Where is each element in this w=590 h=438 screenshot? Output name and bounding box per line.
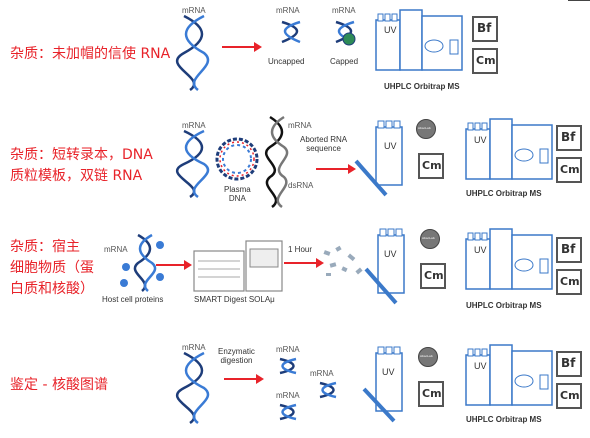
mrna-label: mRNA (276, 345, 300, 354)
smart-digest-label: SMART Digest SOLAμ (194, 295, 275, 304)
uhplc-instrument-icon (375, 9, 463, 71)
hplc-instrument-icon (354, 120, 403, 197)
cm-label: Cm (422, 387, 442, 400)
fragment-icon (319, 381, 337, 399)
cm-label: Cm (424, 269, 444, 282)
mini-detector-icon: AbsoLab (416, 119, 436, 139)
cm-label: Cm (560, 275, 580, 288)
bf-label: Bf (477, 21, 492, 35)
mrna-label: mRNA (182, 121, 206, 130)
mrna-label: mRNA (276, 391, 300, 400)
cm-label: Cm (422, 159, 442, 172)
host-cell-protein-icon (120, 241, 164, 287)
bf-box: Bf (556, 237, 582, 263)
fragment-icon (279, 357, 297, 375)
capped-label: Capped (330, 57, 359, 66)
short-mrna-icon (281, 20, 301, 44)
bf-label: Bf (561, 242, 576, 256)
mrna-helix-icon (133, 233, 157, 292)
uhplc-instrument-icon (465, 118, 553, 180)
mini-label: AbsoLab (422, 236, 435, 240)
uncapped-label: Uncapped (268, 57, 305, 66)
mini-label: AbsoLab (420, 354, 433, 358)
instrument-caption: UHPLC Orbitrap MS (466, 301, 542, 310)
mrna-helix-icon (175, 351, 210, 425)
mini-detector-icon: AbsoLab (418, 347, 438, 367)
process-arrow (222, 42, 262, 52)
instrument-caption: UHPLC Orbitrap MS (466, 189, 542, 198)
instrument-caption: UHPLC Orbitrap MS (466, 415, 542, 424)
mrna-helix-icon (175, 14, 210, 92)
uv-label: UV (474, 135, 487, 145)
uhplc-instrument-icon (465, 228, 553, 290)
cm-box: Cm (556, 157, 582, 183)
row-label: 杂质：未加帽的信使 RNA (10, 46, 171, 62)
fragment-icon (279, 403, 297, 421)
cm-box: Cm (472, 48, 498, 74)
mrna-label: mRNA (310, 369, 334, 378)
row-label: 杂质：短转录本，DNA 质粒模板，双链 RNA (10, 147, 153, 184)
mrna-label: mRNA (182, 343, 206, 352)
bf-label: Bf (561, 356, 576, 370)
smart-digest-device-icon (193, 240, 283, 292)
cm-label: Cm (476, 54, 496, 67)
row-nucleic-acid-mapping: 鉴定 - 核酸图谱 mRNA Enzymatic digestion mRNA … (0, 325, 590, 438)
uhplc-instrument-icon (465, 344, 553, 406)
dsrna-label: dsRNA (288, 181, 314, 190)
row-host-cell: 杂质：宿主 细胞物质（蛋 白质和核酸） mRNA Host cell prote… (0, 215, 590, 325)
hplc-instrument-icon (364, 228, 405, 305)
mrna-helix-icon (175, 129, 210, 199)
one-hour-label: 1 Hour (288, 245, 313, 254)
process-arrow (224, 374, 264, 384)
mrna-label: mRNA (276, 6, 300, 15)
row-short-transcripts: 杂质：短转录本，DNA 质粒模板，双链 RNA mRNA Plasma DNA … (0, 105, 590, 215)
plasmid-dna-icon (215, 137, 259, 181)
bf-box: Bf (556, 125, 582, 151)
process-arrow (316, 164, 356, 174)
mrna-label: mRNA (104, 245, 128, 254)
cm-box: Cm (418, 153, 444, 179)
uv-label: UV (382, 367, 395, 377)
instrument-caption: UHPLC Orbitrap MS (384, 82, 460, 91)
cm-box: Cm (420, 263, 446, 289)
bf-box: Bf (556, 351, 582, 377)
uv-label: UV (384, 25, 397, 35)
host-cell-label: Host cell proteins (102, 295, 164, 304)
uv-label: UV (474, 361, 487, 371)
cm-label: Cm (560, 163, 580, 176)
process-arrow (156, 260, 192, 270)
uv-label: UV (384, 249, 397, 259)
capped-mrna-icon (335, 20, 356, 46)
cm-box: Cm (418, 381, 444, 407)
mrna-label: mRNA (288, 121, 312, 130)
row-label: 杂质：宿主 细胞物质（蛋 白质和核酸） (10, 239, 94, 297)
cm-box: Cm (556, 269, 582, 295)
aborted-rna-label: Aborted RNA sequence (300, 135, 348, 153)
mrna-label: mRNA (332, 6, 356, 15)
plasma-dna-label: Plasma DNA (224, 185, 251, 203)
process-arrow (284, 258, 324, 268)
bf-box: Bf (472, 16, 498, 42)
corner-line (568, 0, 590, 1)
cm-label: Cm (560, 389, 580, 402)
uv-label: UV (384, 141, 397, 151)
enzymatic-label: Enzymatic digestion (218, 347, 255, 365)
uv-label: UV (474, 245, 487, 255)
bf-label: Bf (561, 130, 576, 144)
row-label: 鉴定 - 核酸图谱 (10, 377, 108, 393)
peptide-fragments-icon (323, 245, 363, 276)
mini-label: AbsoLab (418, 126, 431, 130)
mrna-label: mRNA (182, 6, 206, 15)
cm-box: Cm (556, 383, 582, 409)
mini-detector-icon: AbsoLab (420, 229, 440, 249)
row-uncapped-mrna: 杂质：未加帽的信使 RNA mRNA mRNA Uncapped mRNA Ca… (0, 0, 590, 105)
dsrna-helix-icon (264, 115, 289, 209)
hplc-instrument-icon (362, 346, 403, 423)
